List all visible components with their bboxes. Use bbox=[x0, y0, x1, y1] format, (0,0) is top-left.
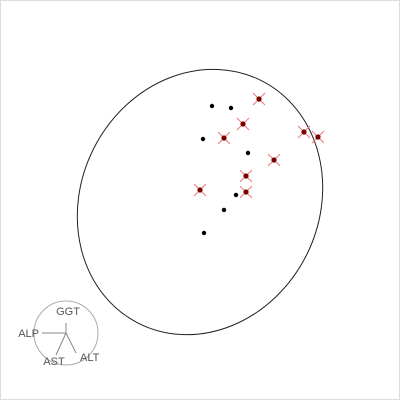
outlier-point bbox=[236, 117, 250, 131]
points-layer bbox=[193, 92, 325, 236]
outlier-dot bbox=[243, 189, 249, 195]
loading-arrow bbox=[55, 332, 67, 356]
loading-label: AST bbox=[43, 356, 65, 368]
data-point bbox=[245, 150, 251, 156]
outlier-point bbox=[193, 183, 207, 197]
data-point bbox=[221, 207, 227, 213]
outlier-dot bbox=[256, 96, 262, 102]
outlier-point bbox=[252, 92, 266, 106]
outlier-dot bbox=[271, 157, 277, 163]
outlier-dot bbox=[301, 129, 307, 135]
outlier-point bbox=[217, 131, 231, 145]
outlier-dot bbox=[243, 173, 249, 179]
loading-label: ALP bbox=[18, 328, 39, 340]
loadings-inset: GGT ALP AST ALT bbox=[18, 300, 100, 368]
outlier-point bbox=[297, 125, 311, 139]
loading-arrow bbox=[65, 332, 77, 354]
loading-label: GGT bbox=[56, 306, 80, 318]
loadings-circle bbox=[33, 300, 99, 366]
outlier-dot bbox=[240, 121, 246, 127]
data-point bbox=[228, 105, 234, 111]
outlier-dot bbox=[197, 187, 203, 193]
outlier-point bbox=[311, 130, 325, 144]
confidence-ellipse-layer bbox=[76, 68, 324, 336]
outlier-dot bbox=[221, 135, 227, 141]
data-point bbox=[233, 192, 239, 198]
outlier-dot bbox=[315, 134, 321, 140]
outlier-point bbox=[239, 169, 253, 183]
outlier-point bbox=[239, 185, 253, 199]
loading-label: ALT bbox=[80, 352, 100, 364]
outlier-point bbox=[267, 153, 281, 167]
data-point bbox=[201, 230, 207, 236]
data-point bbox=[200, 136, 206, 142]
confidence-ellipse bbox=[76, 68, 324, 336]
data-point bbox=[209, 103, 215, 109]
